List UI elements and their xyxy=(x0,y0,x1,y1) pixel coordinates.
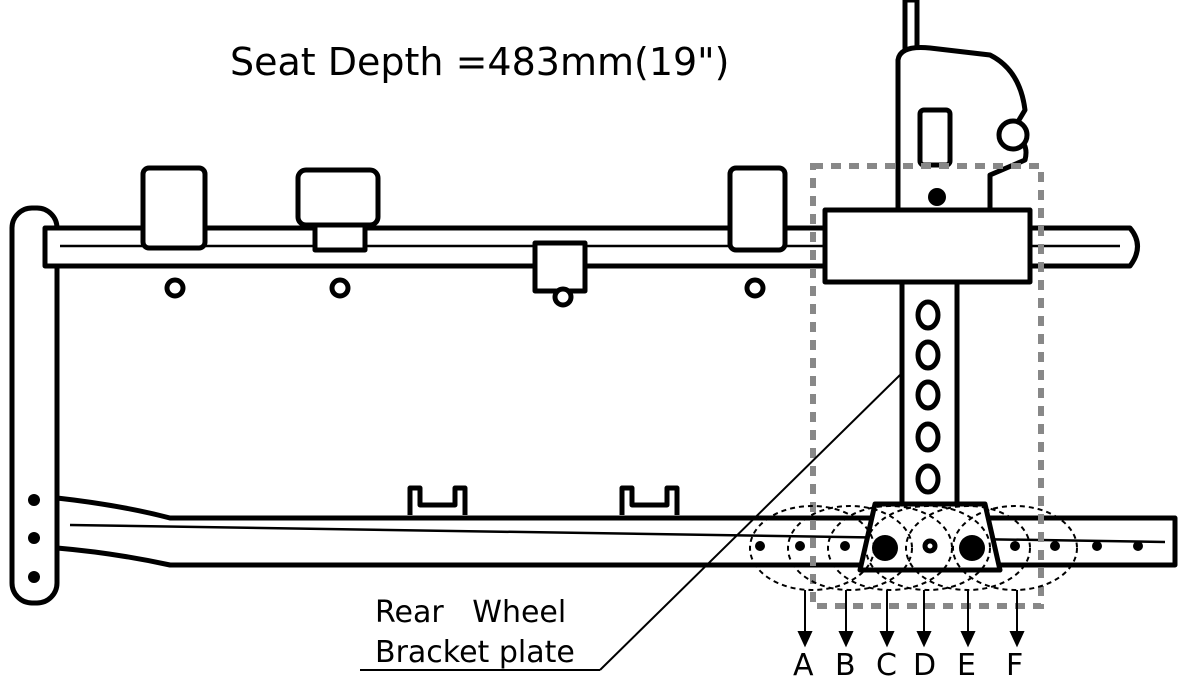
bottom-frame-tube xyxy=(54,495,1178,568)
seat-clip-2 xyxy=(295,167,381,299)
position-label-b: B xyxy=(835,648,856,677)
position-label-c: C xyxy=(876,648,897,677)
seat-clip-4 xyxy=(727,165,788,299)
position-label-a: A xyxy=(793,648,814,677)
diagram-title: Seat Depth =483mm(19") xyxy=(230,40,729,84)
callout-leader xyxy=(360,374,901,671)
callout-line-2: Bracket plate xyxy=(375,635,575,670)
adjustment-area-box xyxy=(810,163,1044,609)
bottom-clip-1 xyxy=(407,485,468,515)
callout-line-1: Rear Wheel xyxy=(375,595,566,630)
rear-wheel-bracket-plate xyxy=(822,207,1033,573)
seat-clip-1 xyxy=(140,165,208,299)
position-label-e: E xyxy=(957,648,976,677)
backrest-post xyxy=(895,0,1030,213)
left-vertical-post xyxy=(9,205,60,606)
position-label-f: F xyxy=(1006,648,1023,677)
position-arrows xyxy=(797,590,1025,648)
bottom-clip-2 xyxy=(619,485,680,515)
position-label-d: D xyxy=(913,648,936,677)
seat-clip-3 xyxy=(532,240,588,308)
